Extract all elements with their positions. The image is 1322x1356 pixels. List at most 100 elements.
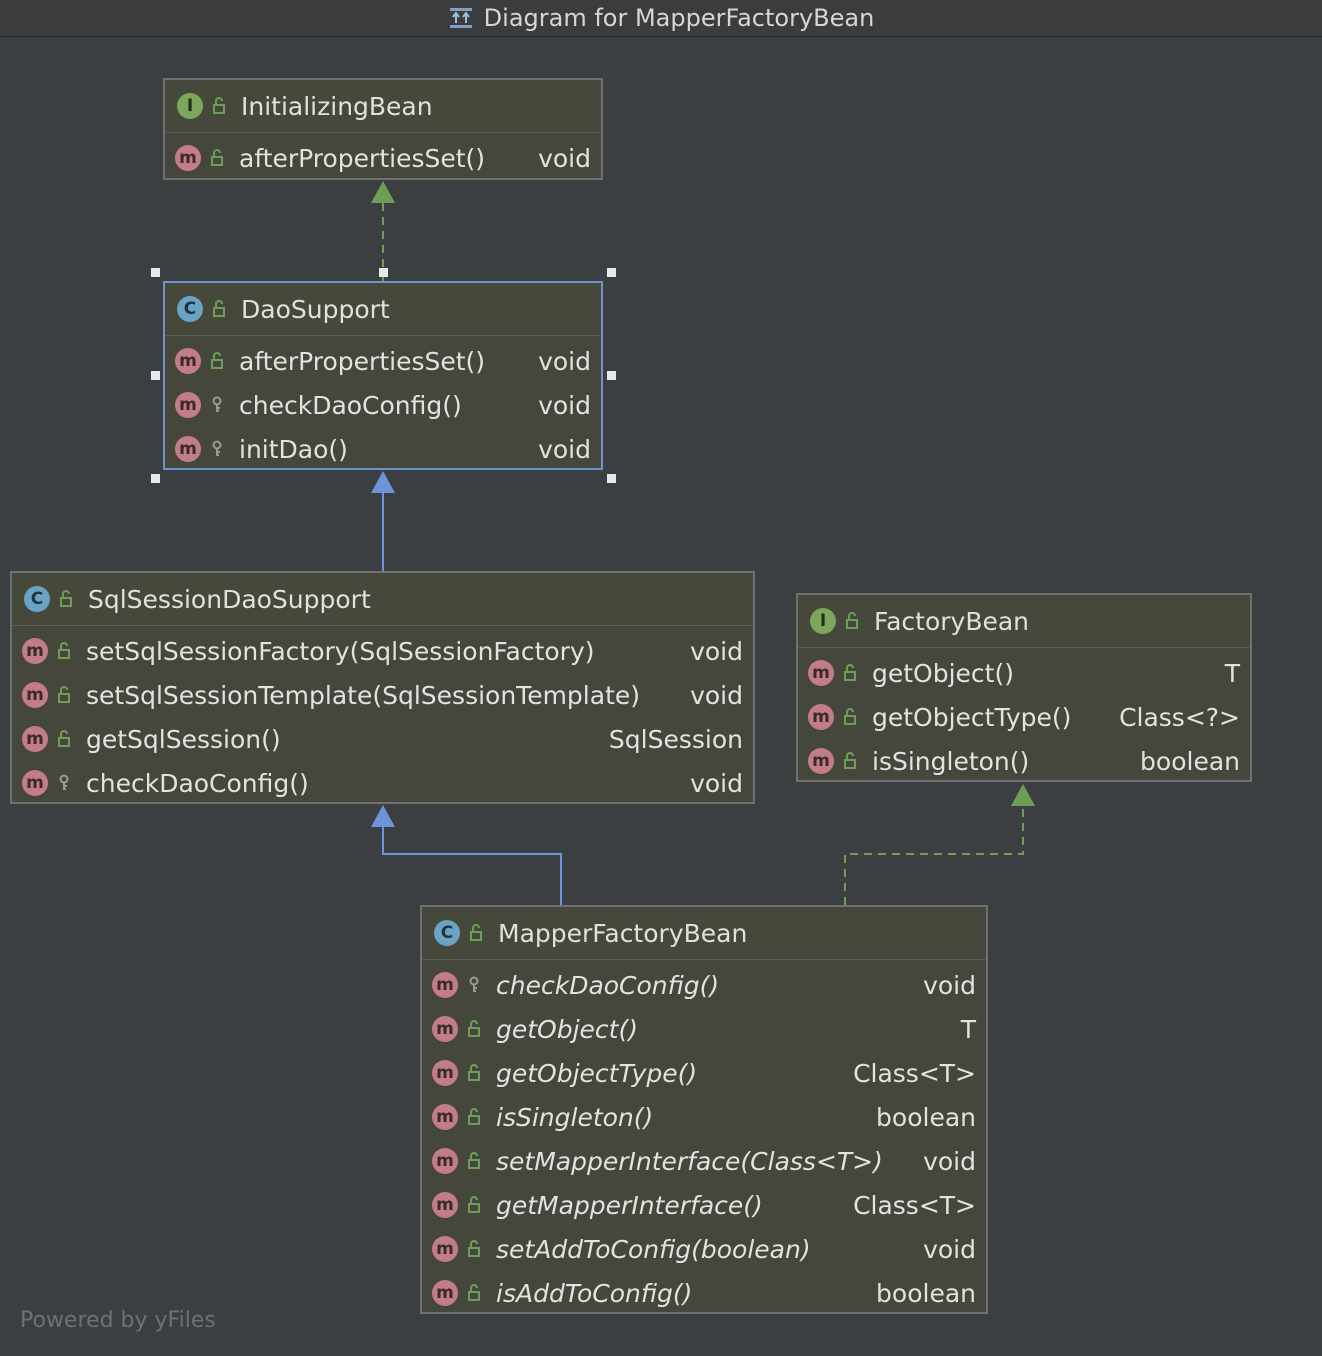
method-row[interactable]: m setSqlSessionTemplate(SqlSessionTempla… <box>12 673 753 717</box>
method-icon: m <box>22 770 48 796</box>
method-return-type: boolean <box>876 1278 976 1308</box>
node-factory-bean[interactable]: I FactoryBean m getObject() T m getObjec… <box>796 593 1252 782</box>
public-lock-icon <box>468 1196 480 1213</box>
method-row[interactable]: m afterPropertiesSet() void <box>165 339 601 383</box>
public-lock-icon <box>846 612 858 629</box>
method-return-type: T <box>1224 658 1240 688</box>
method-return-type: void <box>538 390 591 420</box>
public-lock-icon <box>58 686 70 703</box>
method-row[interactable]: m setMapperInterface(Class<T>) void <box>422 1139 986 1183</box>
method-return-type: void <box>690 680 743 710</box>
method-row[interactable]: m getObjectType() Class<?> <box>798 695 1250 739</box>
method-return-type: Class<?> <box>1119 702 1240 732</box>
resize-handle[interactable] <box>151 371 160 380</box>
method-return-type: void <box>690 768 743 798</box>
method-row[interactable]: m getMapperInterface() Class<T> <box>422 1183 986 1227</box>
public-lock-icon <box>213 300 225 317</box>
method-row[interactable]: m checkDaoConfig() void <box>165 383 601 427</box>
method-row[interactable]: m getObject() T <box>798 651 1250 695</box>
method-row[interactable]: m getObject() T <box>422 1007 986 1051</box>
method-return-type: Class<T> <box>853 1058 976 1088</box>
method-return-type: void <box>538 434 591 464</box>
method-return-type: void <box>538 143 591 173</box>
method-return-type: T <box>960 1014 976 1044</box>
method-row[interactable]: m setAddToConfig(boolean) void <box>422 1227 986 1271</box>
method-icon: m <box>432 1016 458 1042</box>
method-return-type: Class<T> <box>853 1190 976 1220</box>
method-icon: m <box>22 682 48 708</box>
method-row[interactable]: m checkDaoConfig() void <box>422 963 986 1007</box>
public-lock-icon <box>211 352 223 369</box>
resize-handle[interactable] <box>607 268 616 277</box>
edge-daosupport-initializingbean[interactable] <box>371 181 395 281</box>
method-icon: m <box>432 972 458 998</box>
method-icon: m <box>22 726 48 752</box>
method-name: getMapperInterface() <box>496 1190 763 1220</box>
method-row[interactable]: m checkDaoConfig() void <box>12 761 753 805</box>
protected-key-icon <box>212 440 222 456</box>
resize-handle[interactable] <box>151 474 160 483</box>
method-icon: m <box>175 436 201 462</box>
node-sql-session-dao-support[interactable]: C SqlSessionDaoSupport m setSqlSessionFa… <box>10 571 755 804</box>
method-name: afterPropertiesSet() <box>239 143 486 173</box>
method-name: isAddToConfig() <box>496 1278 693 1308</box>
resize-handle[interactable] <box>379 268 388 277</box>
method-icon: m <box>432 1236 458 1262</box>
method-name: getObject() <box>496 1014 638 1044</box>
abstract-class-icon: C <box>177 296 203 322</box>
method-name: checkDaoConfig() <box>86 768 309 798</box>
method-name: getObjectType() <box>496 1058 698 1088</box>
method-name: getObject() <box>872 658 1014 688</box>
public-lock-icon <box>58 642 70 659</box>
edge-mapperfactorybean-sqlsessiondaosupport[interactable] <box>371 805 562 905</box>
node-initializing-bean[interactable]: I InitializingBean m afterPropertiesSet(… <box>163 78 603 180</box>
public-lock-icon <box>468 1020 480 1037</box>
method-icon: m <box>175 392 201 418</box>
protected-key-icon <box>212 396 222 412</box>
public-lock-icon <box>468 1284 480 1301</box>
node-mapper-factory-bean[interactable]: C MapperFactoryBean m checkDaoConfig() v… <box>420 905 988 1314</box>
method-row[interactable]: m initDao() void <box>165 427 601 471</box>
method-return-type: boolean <box>876 1102 976 1132</box>
method-icon: m <box>432 1060 458 1086</box>
protected-key-icon <box>59 774 69 790</box>
method-row[interactable]: m getObjectType() Class<T> <box>422 1051 986 1095</box>
public-lock-icon <box>468 1240 480 1257</box>
method-name: setMapperInterface(Class<T>) <box>496 1146 883 1176</box>
method-return-type: void <box>690 636 743 666</box>
method-return-type: void <box>923 1146 976 1176</box>
class-name: MapperFactoryBean <box>498 918 748 948</box>
diagram-icon <box>449 8 472 28</box>
resize-handle[interactable] <box>607 371 616 380</box>
node-dao-support[interactable]: C DaoSupport m afterPropertiesSet() void… <box>163 281 603 470</box>
method-name: setAddToConfig(boolean) <box>496 1234 811 1264</box>
edge-sqlsessiondaosupport-daosupport[interactable] <box>371 471 395 571</box>
method-icon: m <box>175 348 201 374</box>
method-icon: m <box>432 1148 458 1174</box>
public-lock-icon <box>468 1152 480 1169</box>
resize-handle[interactable] <box>607 474 616 483</box>
class-name: FactoryBean <box>874 606 1030 636</box>
node-header: I InitializingBean <box>165 80 601 133</box>
method-row[interactable]: m isAddToConfig() boolean <box>422 1271 986 1315</box>
resize-handle[interactable] <box>151 268 160 277</box>
method-row[interactable]: m setSqlSessionFactory(SqlSessionFactory… <box>12 629 753 673</box>
method-icon: m <box>808 748 834 774</box>
method-row[interactable]: m isSingleton() boolean <box>798 739 1250 783</box>
class-name: SqlSessionDaoSupport <box>88 584 371 614</box>
method-return-type: void <box>923 1234 976 1264</box>
method-row[interactable]: m afterPropertiesSet() void <box>165 136 601 180</box>
method-row[interactable]: m isSingleton() boolean <box>422 1095 986 1139</box>
method-icon: m <box>432 1192 458 1218</box>
method-name: setSqlSessionFactory(SqlSessionFactory) <box>86 636 595 666</box>
node-header: C MapperFactoryBean <box>422 907 986 960</box>
method-name: initDao() <box>239 434 348 464</box>
class-icon: C <box>434 920 460 946</box>
method-return-type: void <box>538 346 591 376</box>
method-icon: m <box>808 660 834 686</box>
interface-icon: I <box>810 608 836 634</box>
method-icon: m <box>808 704 834 730</box>
protected-key-icon <box>469 976 479 992</box>
edge-mapperfactorybean-factorybean[interactable] <box>844 784 1035 905</box>
method-row[interactable]: m getSqlSession() SqlSession <box>12 717 753 761</box>
